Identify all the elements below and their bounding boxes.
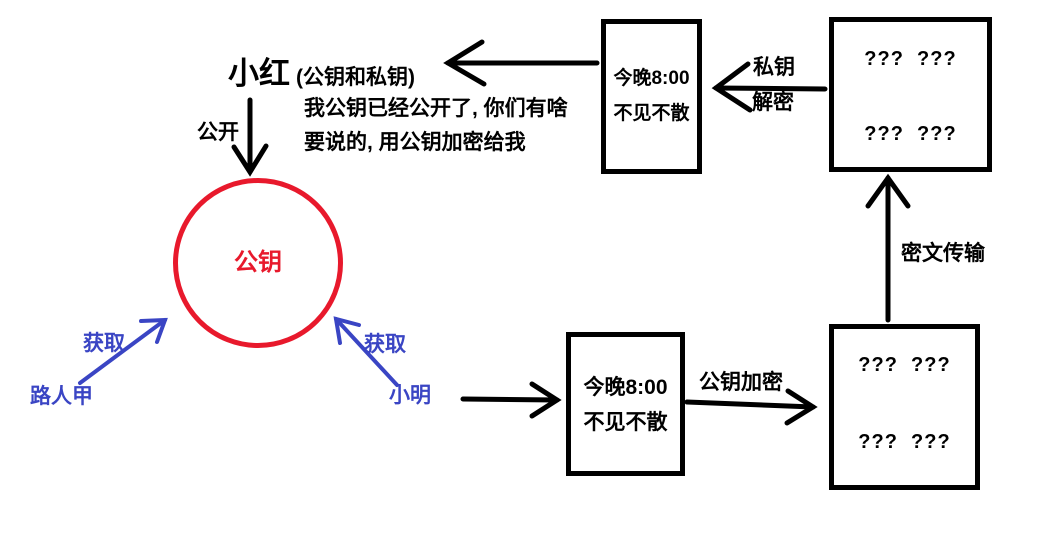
actor-xiaoming-label: 小明 [389, 384, 431, 407]
encrypt-label: 公钥加密 [699, 371, 783, 394]
public-key-label: 公钥 [234, 248, 282, 276]
plaintext-sent-line1: 今晚8:00 [583, 376, 668, 399]
cipher-transfer-label: 密文传输 [901, 242, 985, 265]
plaintext-sent-line2: 不见不散 [583, 411, 668, 434]
owner-name: 小红 [228, 56, 290, 91]
encrypt-arrow [684, 388, 818, 426]
actor-passerby-label: 路人甲 [30, 385, 93, 408]
public-key-circle: 公钥 [173, 178, 343, 348]
announcement-line1: 我公钥已经公开了, 你们有啥 [304, 97, 568, 120]
plaintext-received-line2: 不见不散 [613, 103, 690, 124]
ciphertext-sent-row1: ??? ??? [858, 354, 951, 376]
owner-keys-note: (公钥和私钥) [296, 66, 415, 89]
plaintext-received-line1: 今晚8:00 [613, 68, 690, 89]
plaintext-sent-box: 今晚8:00 不见不散 [566, 332, 685, 476]
plaintext-received-box: 今晚8:00 不见不散 [601, 19, 702, 174]
ciphertext-sent-row2: ??? ??? [858, 431, 951, 453]
owner-title: 小红 (公钥和私钥) [228, 48, 415, 93]
ciphertext-received-box: ??? ??? ??? ??? [829, 17, 992, 172]
owner-announcement: 我公钥已经公开了, 你们有啥 要说的, 用公钥加密给我 [304, 92, 568, 160]
ciphertext-received-row1: ??? ??? [864, 48, 957, 70]
compose-arrow [460, 381, 562, 419]
ciphertext-sent-box: ??? ??? ??? ??? [829, 324, 980, 490]
decrypt-label-private-key: 私钥 [753, 56, 795, 79]
announcement-line2: 要说的, 用公钥加密给我 [304, 131, 526, 154]
obtain-right-label: 获取 [364, 333, 406, 356]
decrypt-label-decrypt: 解密 [752, 91, 794, 114]
ciphertext-received-row2: ??? ??? [864, 123, 957, 145]
publish-label: 公开 [197, 121, 239, 144]
obtain-left-label: 获取 [83, 332, 125, 355]
deliver-arrow [443, 39, 600, 87]
